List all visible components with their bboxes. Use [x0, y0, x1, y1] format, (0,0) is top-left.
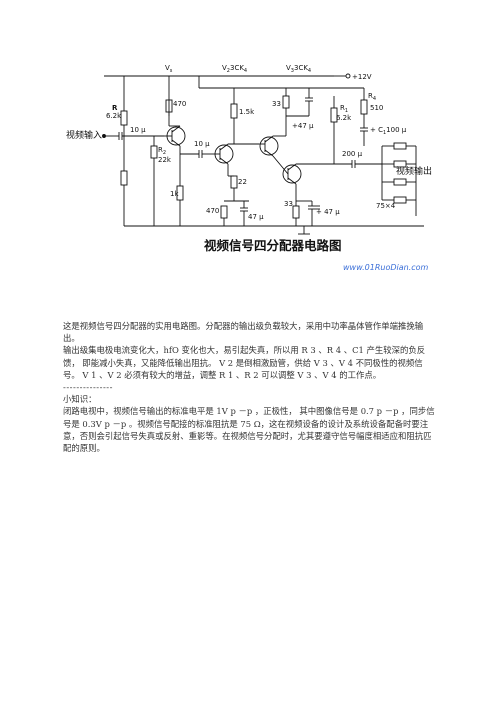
label-v2-sub: 2	[227, 68, 230, 74]
label-v3: V	[286, 64, 291, 72]
label-c1: + C	[370, 126, 383, 134]
figure-title: 视频信号四分配器电路图	[204, 238, 342, 253]
label-vs: V	[165, 64, 170, 72]
label-c200u: 200 μ	[342, 150, 363, 158]
article-body: 这是视频信号四分配器的实用电路图。分配器的输出级负载较大，采用中功率晶体管作单端…	[63, 320, 438, 454]
label-r1-value: 6.2k	[336, 114, 352, 122]
label-r22: 22	[238, 178, 247, 186]
label-r33-bot: 33	[284, 200, 293, 208]
label-supply: +12V	[352, 73, 372, 81]
label-output: 视频输出	[396, 165, 432, 177]
label-c-in: 10 μ	[130, 126, 146, 134]
label-vs-sub: s	[170, 68, 173, 74]
label-c1-value: 100 μ	[386, 126, 407, 134]
label-v2-type-sub: 4	[244, 68, 247, 74]
circuit-diagram: Vs V23CK4 V33CK4 +12V R 6.2k 视频输入 10 μ R…	[64, 56, 436, 286]
svg-text:V33CK4: V33CK4	[286, 64, 311, 74]
label-r2-sub: 2	[163, 150, 166, 156]
label-r470-bot: 470	[206, 207, 219, 215]
label-r2: R	[158, 146, 163, 154]
label-c10u-mid: 10 μ	[194, 140, 210, 148]
paragraph-tip: 闭路电视中，视频信号输出的标准电平是 1V p －p ，正极性， 其中图像信号是…	[63, 406, 435, 454]
label-c47-top: +47 μ	[292, 122, 314, 130]
svg-text:R2: R2	[158, 146, 166, 156]
label-r470-top: 470	[173, 100, 186, 108]
svg-text:R1: R1	[340, 104, 348, 114]
divider: ---------------	[63, 382, 113, 393]
label-input: 视频输入	[66, 129, 102, 141]
label-r2-value: 22k	[158, 156, 172, 164]
label-r-value: 6.2k	[106, 112, 122, 120]
label-v2-type: 3CK	[230, 64, 244, 72]
circuit-schematic: Vs V23CK4 V33CK4 +12V R 6.2k 视频输入 10 μ R…	[66, 64, 432, 272]
label-c47-bot2: + 47 μ	[316, 208, 340, 216]
svg-text:Vs: Vs	[165, 64, 173, 74]
label-r1k: 1k	[170, 190, 179, 198]
label-r1: R	[340, 104, 345, 112]
label-r33-top: 33	[272, 100, 281, 108]
paragraph-intro: 这是视频信号四分配器的实用电路图。分配器的输出级负载较大，采用中功率晶体管作单端…	[63, 321, 424, 344]
paragraph-detail: 输出级集电极电流变化大，hfO 变化也大，易引起失真，所以用 R 3 、R 4 …	[63, 345, 426, 380]
label-r: R	[112, 104, 118, 112]
label-v3-type: 3CK	[294, 64, 308, 72]
label-r75: 75×4	[376, 202, 396, 210]
label-r4-sub: 4	[373, 96, 376, 102]
label-c47-bot: 47 μ	[248, 213, 264, 221]
label-r1-5k: 1.5k	[239, 108, 255, 116]
label-r510: 510	[370, 104, 383, 112]
watermark: www.01RuoDian.com	[343, 263, 429, 272]
label-r1-sub: 1	[345, 108, 348, 114]
svg-text:R4: R4	[368, 92, 376, 102]
tip-heading: 小知识：	[63, 394, 97, 405]
svg-text:+ C1100 μ: + C1100 μ	[370, 126, 407, 136]
label-v2: V	[222, 64, 227, 72]
label-c1-sub: 1	[383, 130, 386, 136]
svg-text:V23CK4: V23CK4	[222, 64, 247, 74]
label-r4: R	[368, 92, 373, 100]
label-v3-sub: 3	[291, 68, 294, 74]
label-v3-type-sub: 4	[308, 68, 311, 74]
